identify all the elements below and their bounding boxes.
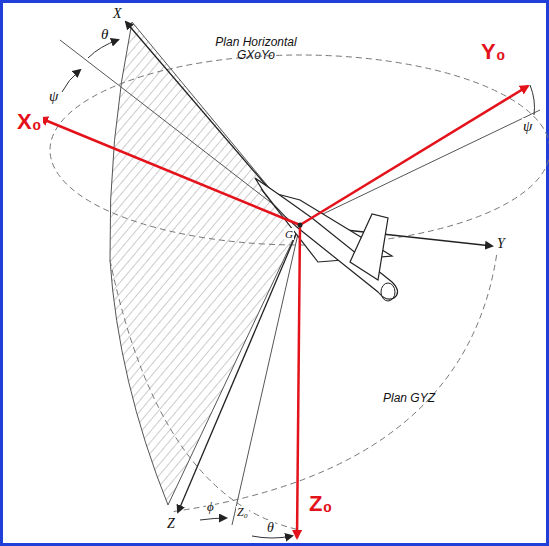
axis-label: Z₀ bbox=[308, 492, 333, 516]
angle-label: ϕ bbox=[206, 500, 215, 514]
plane-label: Plan GYZ bbox=[368, 392, 450, 405]
angle-label: ψ bbox=[48, 88, 59, 105]
axis-label: Z bbox=[166, 516, 176, 531]
axis-label: Y₀ bbox=[480, 40, 507, 64]
axis-label: Z₀ bbox=[236, 506, 249, 519]
axis-label: Y bbox=[496, 236, 506, 251]
axis-label: X bbox=[112, 6, 123, 21]
angle-label: θ bbox=[266, 520, 275, 535]
angle-label: ψ bbox=[522, 118, 533, 135]
angle-label: θ bbox=[100, 26, 109, 43]
point-label: G bbox=[284, 228, 294, 240]
plane-label: Plan Horizontal GXoYo bbox=[195, 36, 317, 62]
axis-label: X₀ bbox=[16, 110, 43, 134]
